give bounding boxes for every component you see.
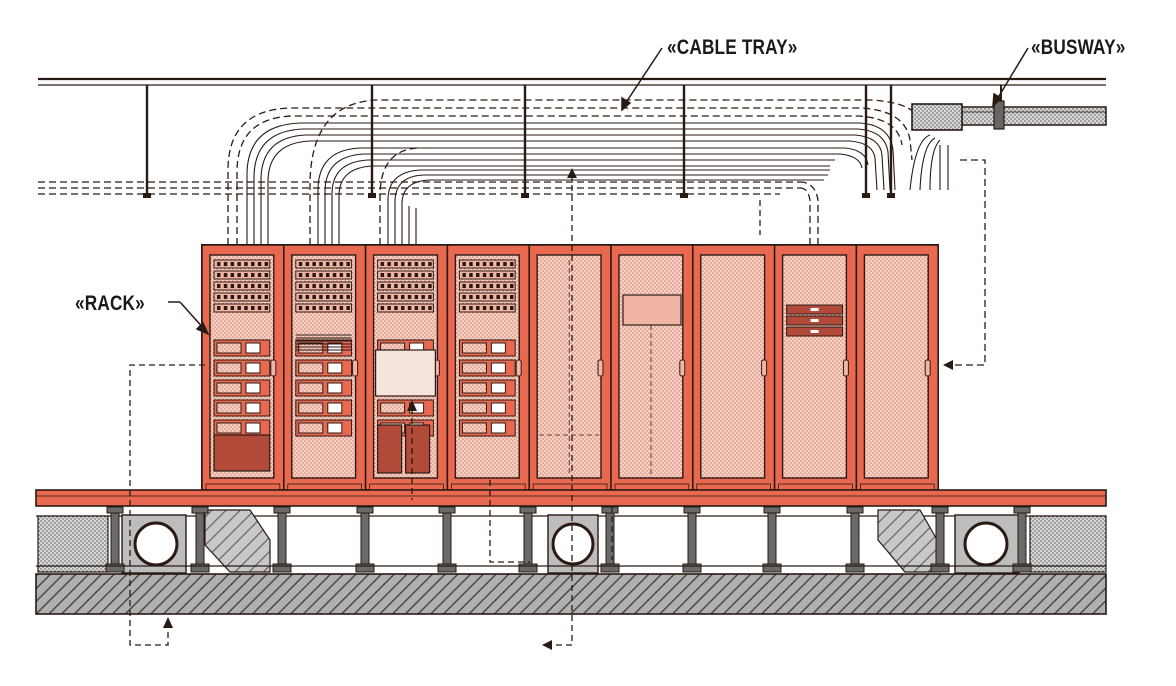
busway-label: «BUSWAY» xyxy=(1031,36,1126,59)
arrow-heads xyxy=(163,168,953,650)
rack-5 xyxy=(528,244,612,491)
cable-tray-label: «CABLE TRAY» xyxy=(667,36,798,59)
label-leaders xyxy=(168,47,1029,336)
rack-8 xyxy=(773,244,858,491)
pedestal-7 xyxy=(600,506,620,573)
pedestal-10 xyxy=(845,506,865,573)
rack-9 xyxy=(855,244,939,491)
underfloor-ducts xyxy=(37,509,1107,574)
pedestal-8 xyxy=(682,506,702,573)
rack-2 xyxy=(283,244,367,491)
ceiling-structure xyxy=(38,77,1106,198)
cable-tray xyxy=(38,107,986,366)
rack-3 xyxy=(364,244,449,491)
rack-label: «RACK» xyxy=(75,292,145,315)
rack-4 xyxy=(446,244,530,491)
pedestal-9 xyxy=(762,506,782,573)
rack-7 xyxy=(692,244,776,491)
pedestal-4 xyxy=(355,506,375,573)
airflow-arrows xyxy=(129,175,761,646)
concrete-slab xyxy=(35,565,1107,615)
pedestal-1 xyxy=(105,506,125,573)
pedestal-5 xyxy=(437,506,457,573)
busway xyxy=(911,85,1107,131)
pedestal-3 xyxy=(272,506,292,573)
cable-bundles xyxy=(246,122,949,245)
rack-6 xyxy=(610,244,694,491)
floor-pedestals xyxy=(105,506,1032,573)
rack-1 xyxy=(201,244,285,491)
